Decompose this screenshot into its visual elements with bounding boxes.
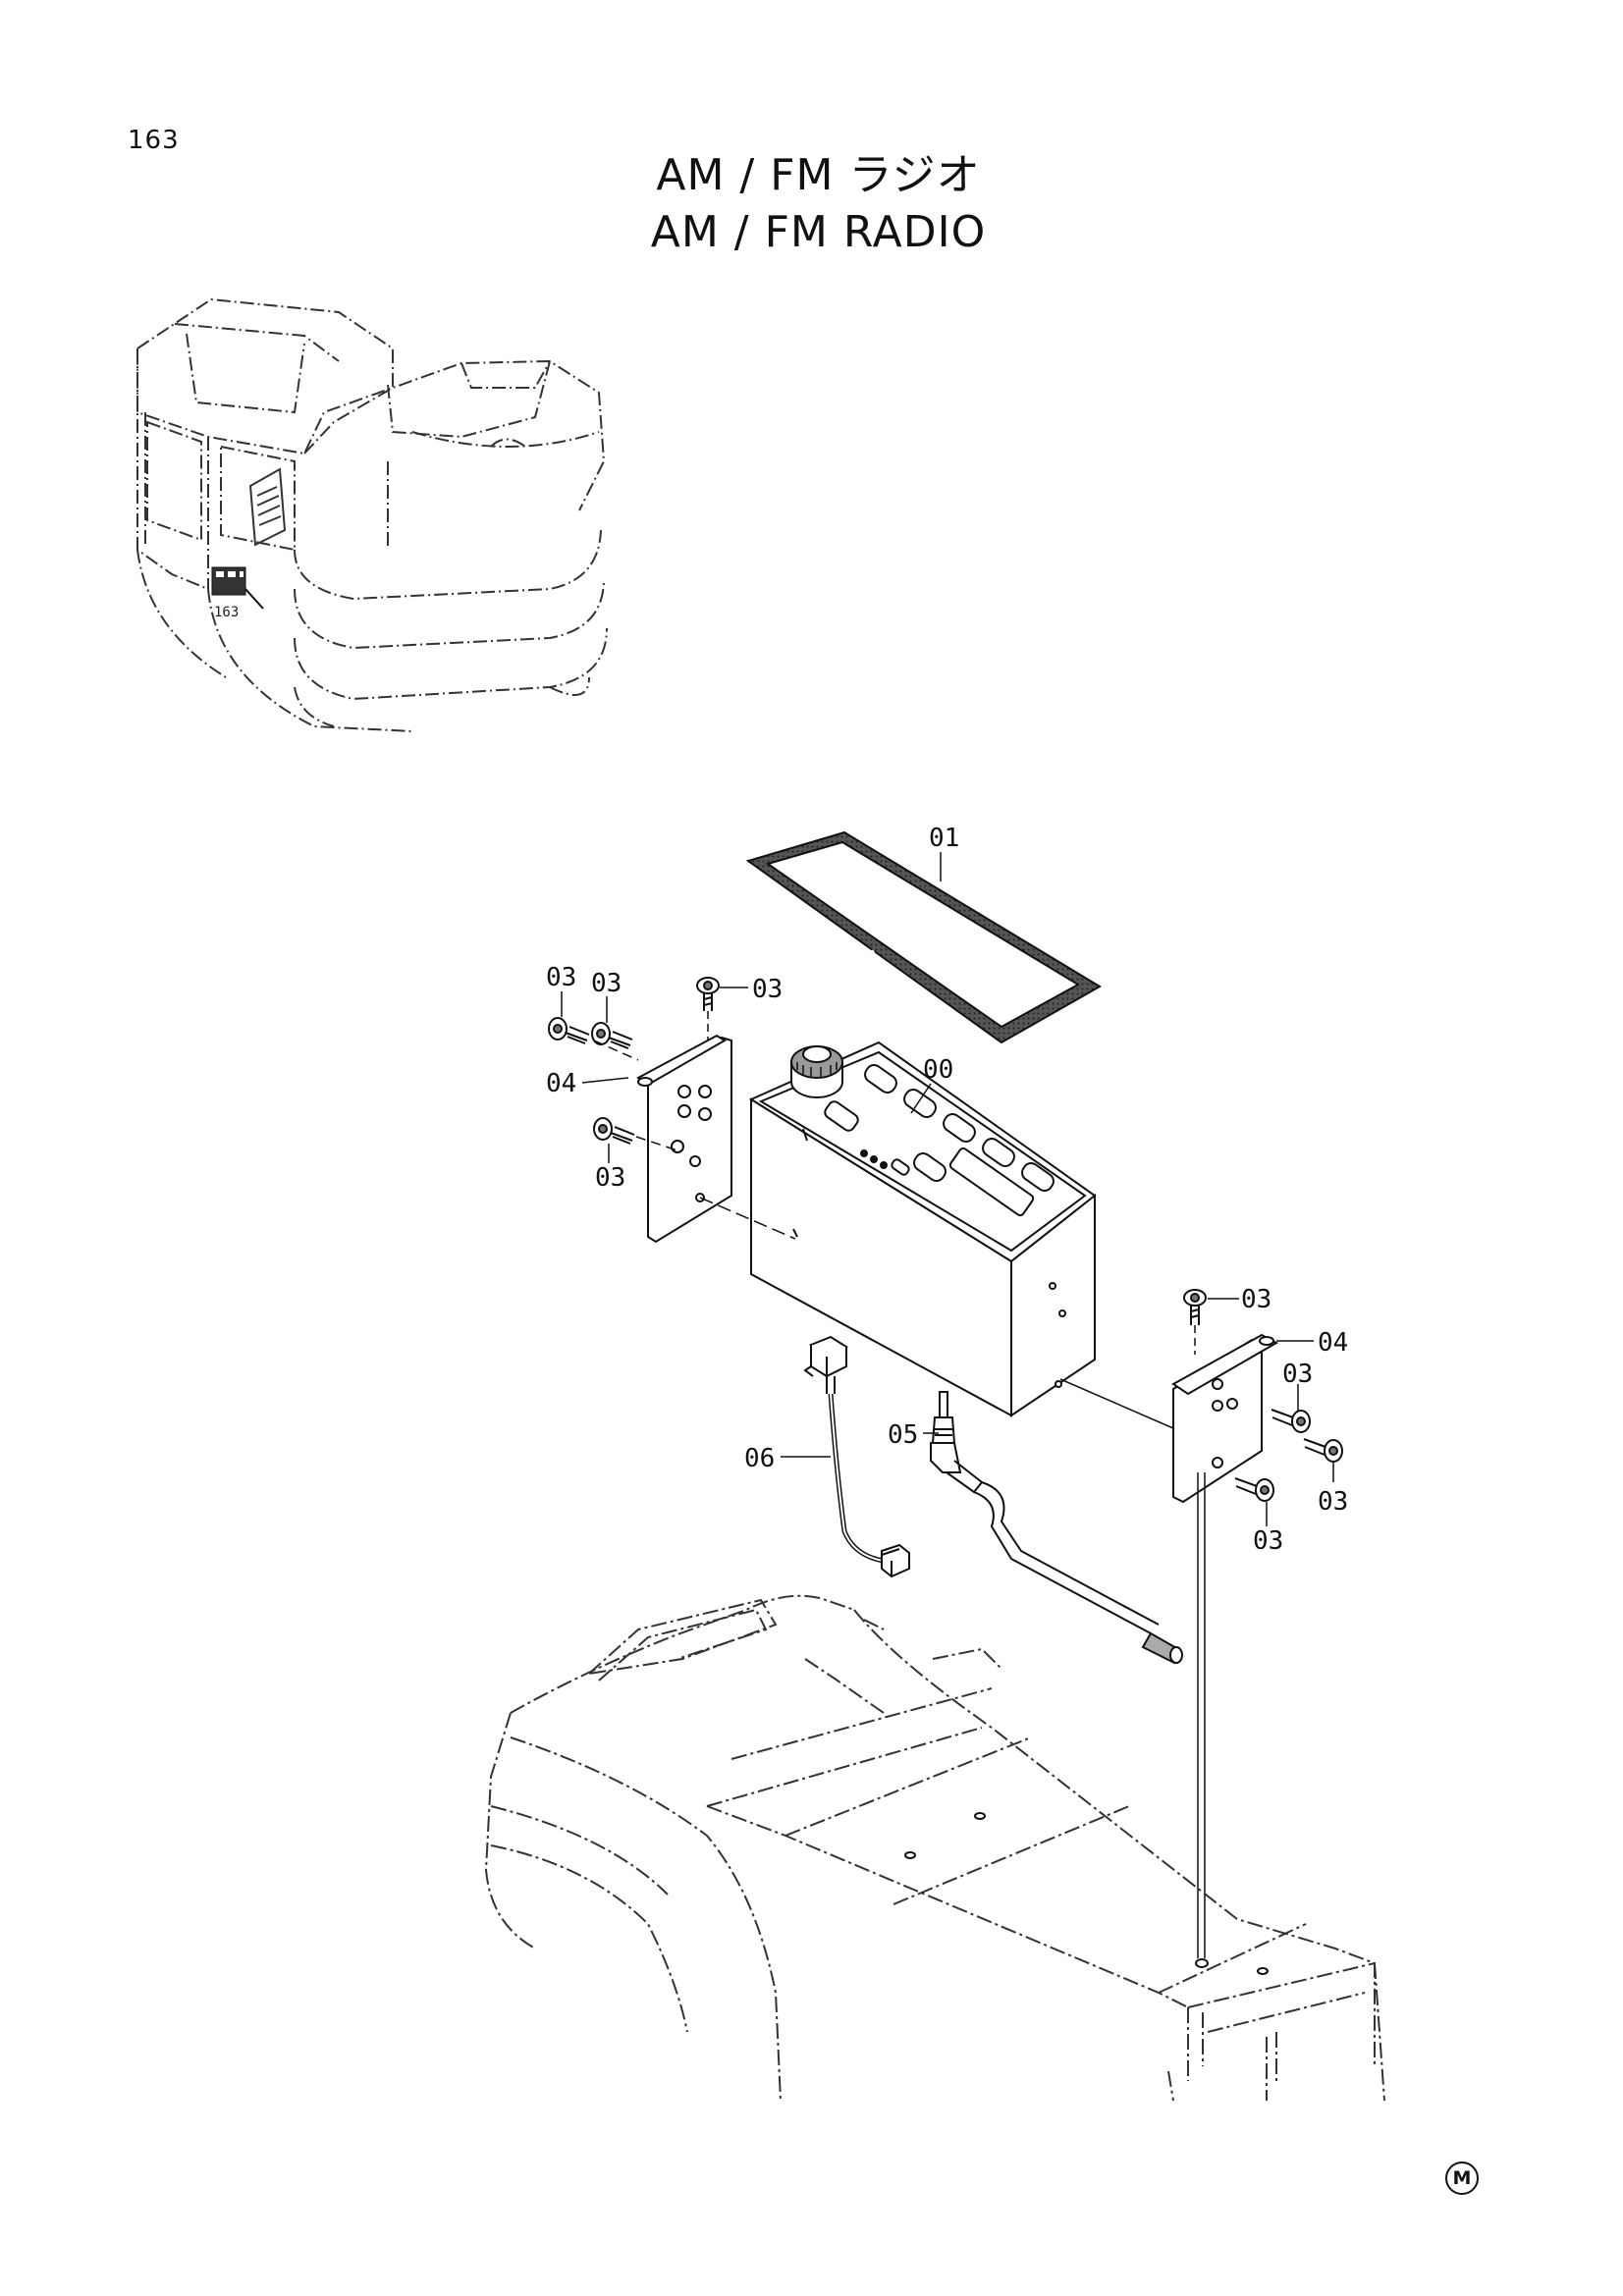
- leader-lines: [561, 852, 1334, 1526]
- callout-03-right-1: 03: [1282, 1360, 1313, 1389]
- page-title: AM / FM ラジオ AM / FM RADIO: [0, 147, 1623, 261]
- part-04-right-bracket: [1171, 1333, 1279, 1504]
- callout-04-left: 04: [546, 1069, 576, 1098]
- console-structure: [484, 1594, 1385, 2102]
- part-05-antenna-cable: [930, 1391, 1183, 1665]
- callout-04-right: 04: [1318, 1328, 1348, 1358]
- callout-labels: 01 00 03 03 03 04 03 03 04 03 03 03 05 0…: [546, 824, 1348, 1556]
- callout-03-right-3: 03: [1253, 1526, 1283, 1556]
- machine-location-thumbnail: [136, 297, 608, 732]
- callout-03-left-3: 03: [595, 1163, 625, 1193]
- part-06-wire-harness: [803, 1335, 910, 1578]
- screws-03: [548, 977, 1343, 1502]
- part-01-frame: [745, 830, 1102, 1044]
- callout-03-left-2: 03: [591, 969, 622, 998]
- console-mount-holes: [904, 1812, 1269, 1975]
- screw-left-1: [548, 1017, 590, 1044]
- page-number: 163: [128, 126, 180, 155]
- screw-right-3: [1234, 1477, 1274, 1502]
- screw-right-2: [1303, 1438, 1343, 1463]
- part-00-radio-unit: [748, 1041, 1097, 1417]
- screw-right-1: [1271, 1409, 1311, 1433]
- seat-detail: [248, 467, 287, 547]
- callout-03-right-2: 03: [1318, 1487, 1348, 1517]
- callout-01: 01: [929, 824, 959, 853]
- thumbnail-ref-label: 163: [214, 605, 239, 620]
- callout-00: 00: [923, 1055, 953, 1085]
- callout-06: 06: [744, 1444, 775, 1473]
- callout-05: 05: [888, 1420, 918, 1450]
- callout-03-left-1: 03: [546, 963, 576, 992]
- manufacturer-mark: M: [1445, 2162, 1479, 2195]
- screw-left-3: [593, 1117, 635, 1145]
- radio-location-marker: 163: [211, 566, 264, 620]
- screw-right-top-vertical: [1183, 1289, 1207, 1325]
- title-japanese: AM / FM ラジオ: [656, 150, 981, 200]
- callout-03-right-top: 03: [1241, 1285, 1271, 1314]
- assembly-lines: [593, 1011, 1206, 1958]
- screw-top-vertical: [696, 977, 720, 1011]
- part-04-left-bracket: [636, 1034, 732, 1244]
- title-english: AM / FM RADIO: [650, 207, 987, 257]
- screw-left-2: [591, 1022, 633, 1049]
- callout-03-top: 03: [752, 975, 783, 1004]
